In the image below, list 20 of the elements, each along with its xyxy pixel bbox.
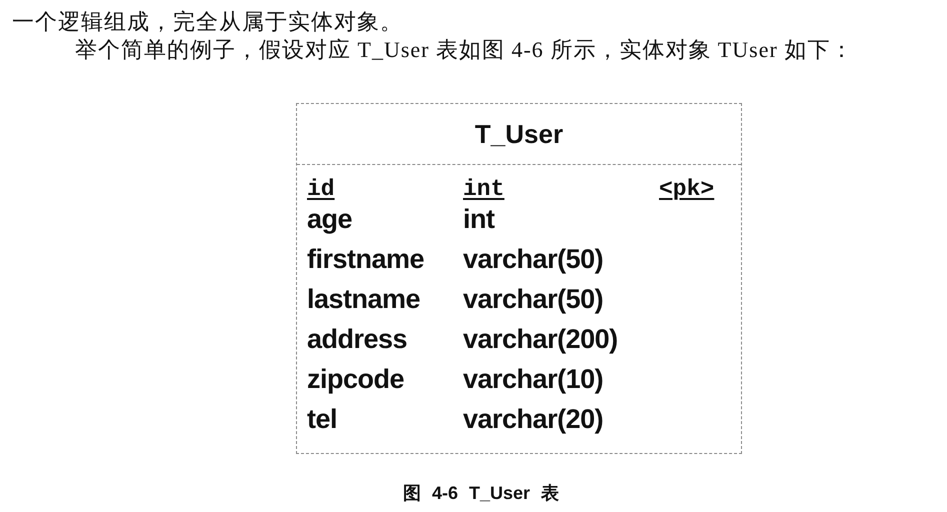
body-text: 一个逻辑组成，完全从属于实体对象。 <box>12 9 403 35</box>
column-type: int <box>463 175 504 204</box>
body-text: 举个简单的例子，假设对应 T_User 表如图 4-6 所示，实体对象 TUser 如下： <box>75 37 854 63</box>
column-type: varchar(20) <box>463 403 604 435</box>
key-marker: <pk> <box>659 175 714 204</box>
column-name: firstname <box>307 243 424 275</box>
column-name: id <box>307 175 335 204</box>
table-title: T_User <box>474 119 564 149</box>
column-type: varchar(200) <box>463 323 618 355</box>
column-type: varchar(10) <box>463 363 604 395</box>
column-name: address <box>307 323 408 355</box>
entity-table <box>296 103 742 454</box>
column-type: varchar(50) <box>463 243 604 275</box>
column-type: int <box>463 203 494 235</box>
column-name: lastname <box>307 283 420 315</box>
column-name: zipcode <box>307 363 404 395</box>
column-name: age <box>307 203 352 235</box>
figure-caption: 图 4-6 T_User 表 <box>403 482 560 504</box>
column-name: tel <box>307 403 338 435</box>
column-type: varchar(50) <box>463 283 604 315</box>
